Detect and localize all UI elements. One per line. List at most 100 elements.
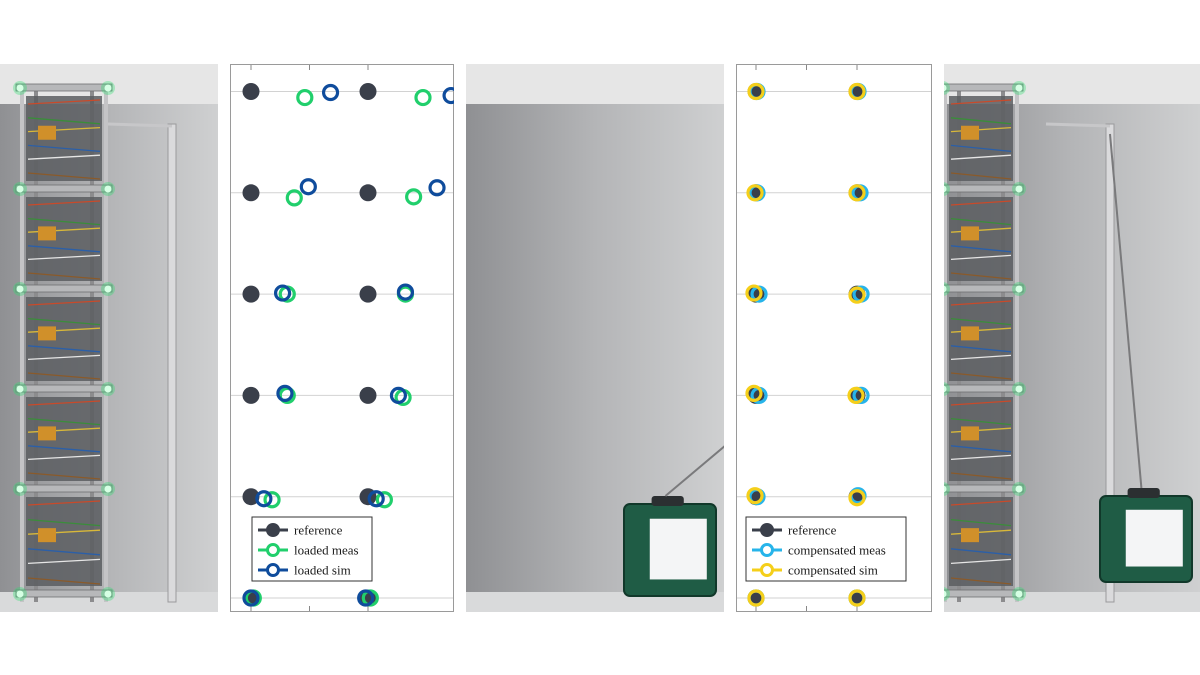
led-marker xyxy=(944,84,947,92)
sim-point xyxy=(276,384,294,402)
wire xyxy=(950,558,1012,565)
sim-point xyxy=(747,82,765,101)
reference-point xyxy=(242,488,260,506)
led-glow xyxy=(944,282,950,296)
connector-board xyxy=(961,326,979,341)
wire xyxy=(27,200,101,206)
sim-point xyxy=(745,384,763,402)
wire xyxy=(27,417,101,426)
photo-tower-unloaded xyxy=(0,64,218,612)
led-marker xyxy=(1015,385,1023,393)
wire xyxy=(27,548,101,556)
sim-point xyxy=(848,82,866,101)
meas-point xyxy=(263,491,281,509)
sim-point xyxy=(396,283,415,301)
wire xyxy=(950,272,1012,280)
rail-arm xyxy=(1045,122,1111,128)
sim-point xyxy=(389,386,408,404)
wire xyxy=(27,354,101,361)
wire xyxy=(950,172,1012,180)
wire xyxy=(27,272,101,280)
connector-board xyxy=(961,226,979,241)
led-glow xyxy=(944,81,950,95)
wire xyxy=(27,217,101,226)
wire xyxy=(950,400,1012,406)
wire xyxy=(950,577,1012,585)
level-plate xyxy=(15,83,113,92)
led-marker xyxy=(104,385,112,393)
level-plate xyxy=(944,284,1024,293)
meas-point xyxy=(285,189,303,207)
legend-label: compensated meas xyxy=(788,543,886,558)
wire xyxy=(950,500,1012,506)
wire xyxy=(27,300,101,306)
strut xyxy=(1015,84,1019,602)
wire xyxy=(950,354,1012,361)
level-plate xyxy=(15,284,113,293)
wire xyxy=(27,245,101,253)
electronics-bay xyxy=(949,397,1013,481)
sim-point xyxy=(848,184,866,202)
led-marker xyxy=(944,590,947,598)
sim-point xyxy=(357,589,375,607)
wire xyxy=(950,445,1012,453)
reference-point xyxy=(359,83,377,100)
led-marker xyxy=(944,485,947,493)
wire xyxy=(950,454,1012,461)
wire xyxy=(950,472,1012,480)
sim-point xyxy=(367,490,385,508)
led-marker xyxy=(1015,185,1023,193)
wire xyxy=(27,472,101,480)
level-plate xyxy=(15,484,113,493)
reference-point xyxy=(242,83,260,100)
wire xyxy=(27,445,101,453)
reference-point xyxy=(359,184,377,202)
led-marker xyxy=(944,385,947,393)
strut xyxy=(20,84,24,602)
wire xyxy=(950,548,1012,556)
plot-loaded: reference loaded meas loaded sim xyxy=(230,64,454,612)
tower-image-compensated xyxy=(944,64,1200,612)
legend-label: compensated sim xyxy=(788,563,878,578)
electronics-bay xyxy=(26,497,102,586)
electronics-bay xyxy=(949,197,1013,281)
led-glow xyxy=(944,382,950,396)
wire xyxy=(27,558,101,565)
wire xyxy=(27,144,101,153)
level-plate xyxy=(944,384,1024,393)
legend-label: loaded meas xyxy=(294,543,359,558)
sim-point xyxy=(847,386,865,404)
connector-board xyxy=(38,528,56,543)
case-handle xyxy=(651,496,684,506)
electronics-bay xyxy=(26,96,102,181)
led-marker xyxy=(944,285,947,293)
led-marker xyxy=(16,285,24,293)
reference-point xyxy=(242,285,260,303)
case-handle xyxy=(1127,488,1160,498)
wire xyxy=(950,217,1012,226)
wire xyxy=(950,345,1012,353)
legend-label: loaded sim xyxy=(294,563,351,578)
level-plate xyxy=(944,484,1024,493)
meas-point xyxy=(852,386,870,404)
wire xyxy=(27,454,101,461)
wire xyxy=(950,117,1012,125)
led-marker xyxy=(16,84,24,92)
wire xyxy=(27,99,101,105)
led-marker xyxy=(104,185,112,193)
meas-point xyxy=(414,88,432,107)
sim-point xyxy=(848,489,866,507)
legend-marker xyxy=(760,543,774,557)
reference-point xyxy=(242,184,260,202)
sim-point xyxy=(747,589,765,607)
tower-image-loaded xyxy=(466,64,724,612)
legend-label: reference xyxy=(294,523,343,538)
wire xyxy=(27,400,101,406)
level-plate xyxy=(15,184,113,193)
photo-tower-compensated xyxy=(944,64,1200,612)
connector-board xyxy=(38,426,56,441)
led-marker xyxy=(1015,590,1023,598)
wire xyxy=(950,417,1012,426)
sim-point xyxy=(321,83,340,102)
legend-label: reference xyxy=(788,523,837,538)
